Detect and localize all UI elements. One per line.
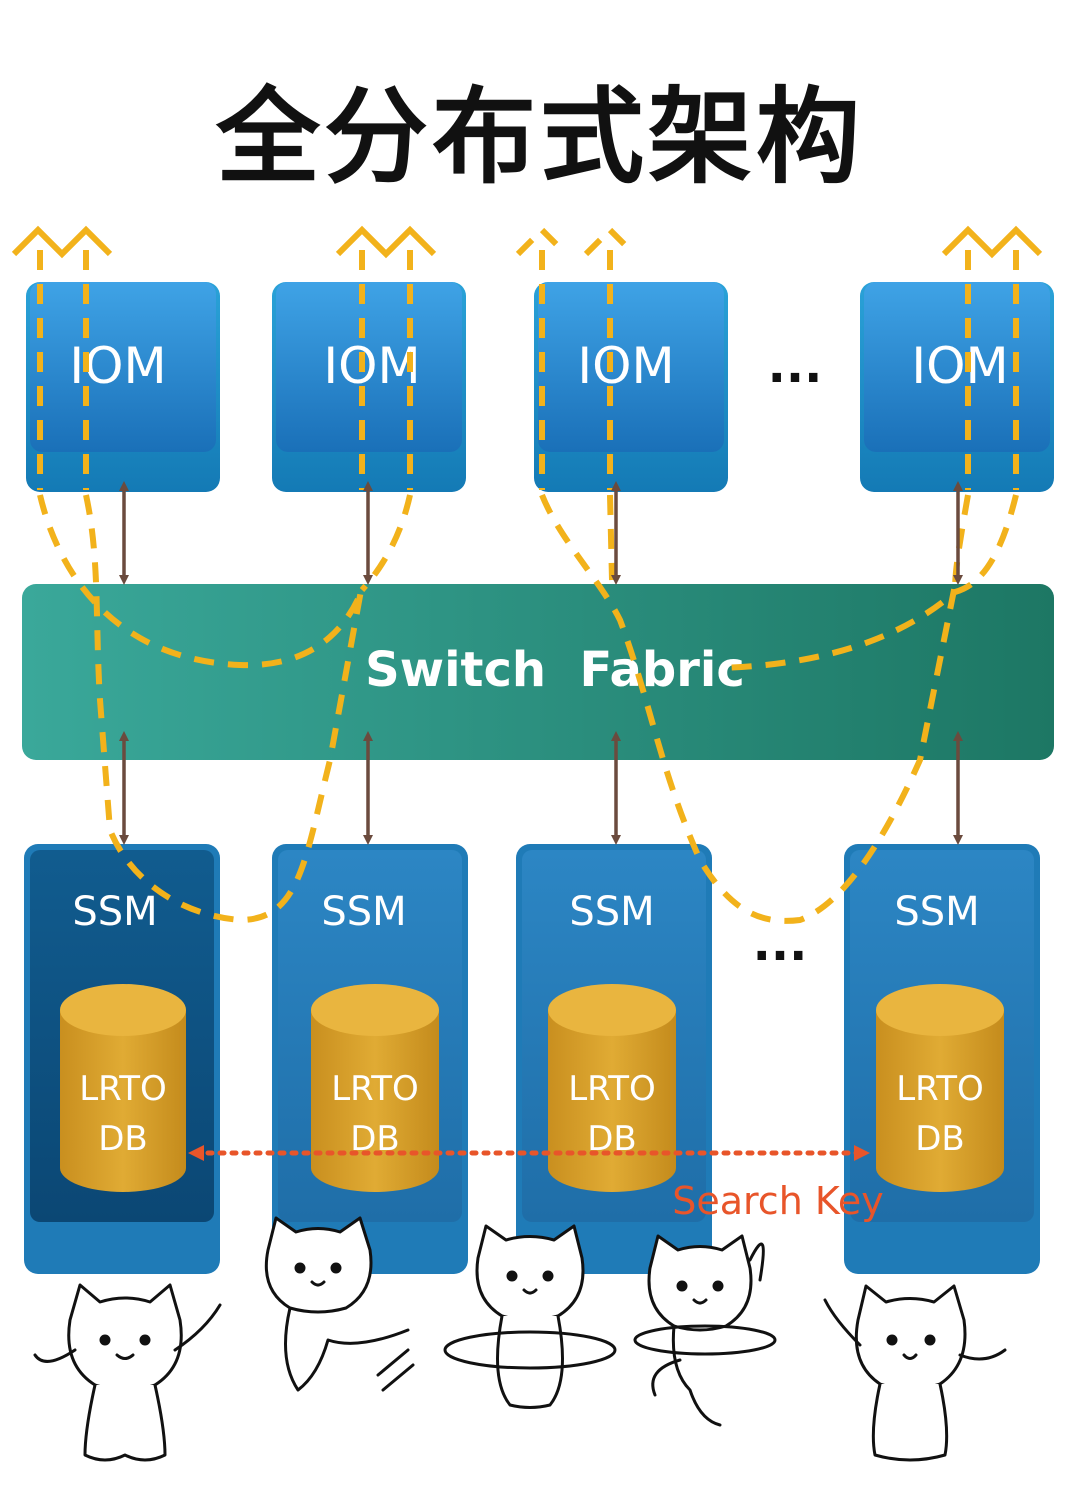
db-label-line2: DB [915, 1119, 965, 1159]
iom-module-1: IOM [26, 282, 220, 492]
db-cylinder-3: LRTO DB [548, 984, 676, 1192]
ssm-ellipsis: ... [753, 916, 808, 972]
ssm-label: SSM [72, 889, 157, 935]
iom-module-3: IOM [534, 282, 728, 492]
iom-ellipsis: ... [768, 338, 823, 394]
iom-module-2: IOM [272, 282, 466, 492]
db-label-line2: DB [98, 1119, 148, 1159]
switch-fabric: Switch Fabric [22, 584, 1054, 760]
iom-label: IOM [577, 337, 674, 395]
search-key-arrow: Search Key [188, 1145, 884, 1223]
search-key-label: Search Key [672, 1179, 884, 1223]
fabric-label: Switch Fabric [365, 642, 745, 698]
cartoon-cat-hula-hoop-icon [443, 1224, 617, 1409]
db-label-line1: LRTO [896, 1069, 984, 1109]
db-label-line1: LRTO [331, 1069, 419, 1109]
iom-label: IOM [911, 337, 1008, 395]
db-cylinder-4: LRTO DB [876, 984, 1004, 1192]
db-label-line1: LRTO [568, 1069, 656, 1109]
cartoon-cat-kicking-icon [264, 1216, 415, 1392]
iom-label: IOM [323, 337, 420, 395]
data-path-lines [11, 225, 1043, 924]
cartoon-cat-spinning-icon [633, 1234, 777, 1427]
cartoon-cats [33, 1216, 1007, 1462]
iom-module-4: IOM [860, 282, 1054, 492]
cartoon-cat-dancing-icon [33, 1283, 222, 1462]
db-cylinder-2: LRTO DB [311, 984, 439, 1192]
db-label-line1: LRTO [79, 1069, 167, 1109]
ssm-label: SSM [569, 889, 654, 935]
ssm-label: SSM [321, 889, 406, 935]
page-title: 全分布式架构 [215, 76, 864, 198]
db-cylinder-1: LRTO DB [60, 984, 186, 1192]
cartoon-cat-dancing-icon [823, 1284, 1007, 1462]
ssm-label: SSM [894, 889, 979, 935]
connection-arrows [119, 481, 963, 845]
